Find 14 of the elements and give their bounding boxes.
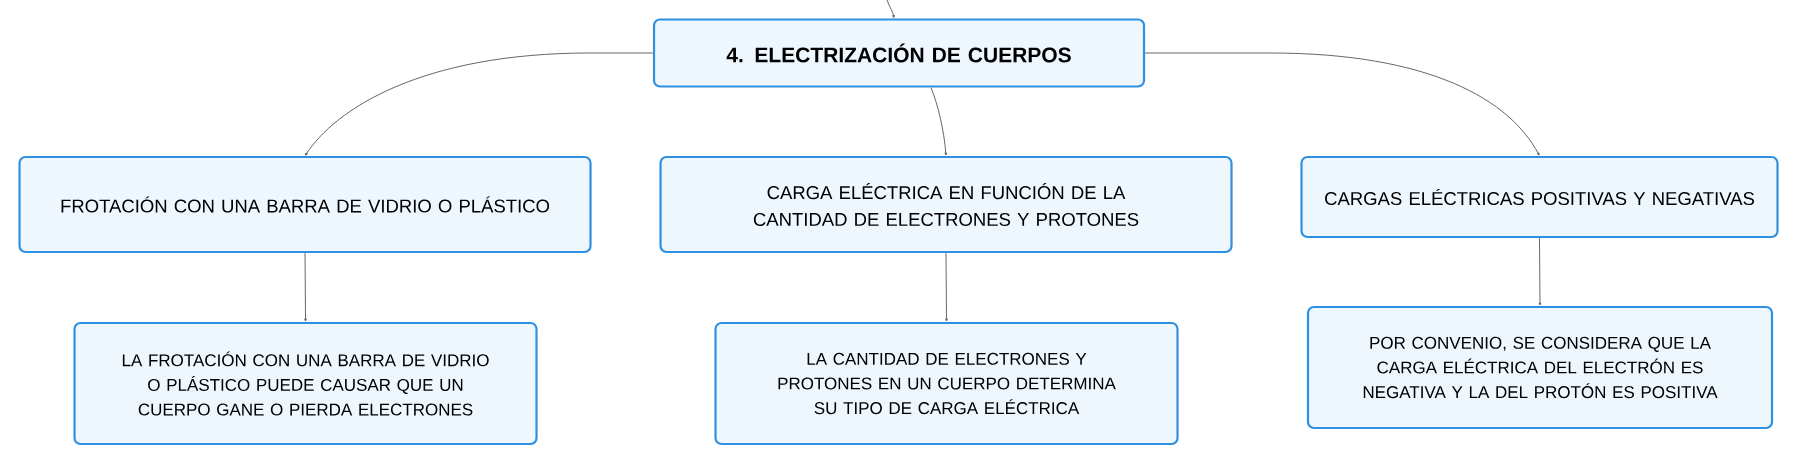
concept-box: LA FROTACIÓN CON UNA BARRA DE VIDRIO O PLÁSTICO PUEDE CAUSAR QUE UN CUERPO GANE O PIERDA ELECTRONES <box>73 321 538 446</box>
arrow <box>304 252 307 322</box>
concept-box: CARGAS ELÉCTRICAS POSITIVAS Y NEGATIVAS <box>1300 155 1779 239</box>
arrow <box>886 0 895 18</box>
concept-box: FROTACIÓN CON UNA BARRA DE VIDRIO O PLÁSTICO <box>18 155 592 254</box>
arrow <box>1538 237 1542 306</box>
concept-box: LA CANTIDAD DE ELECTRONES Y PROTONES EN UN CUERPO DETERMINA SU TIPO DE CARGA ELÉCTRICA <box>714 321 1179 446</box>
arrow <box>930 87 948 156</box>
concept-box: POR CONVENIO, SE CONSIDERA QUE LA CARGA ELÉCTRICA DEL ELECTRÓN ES NEGATIVA Y LA DEL PROTÓN ES POSITIVA <box>1306 305 1774 430</box>
arrow <box>1144 52 1540 156</box>
arrow <box>945 252 948 322</box>
concept-box: CARGA ELÉCTRICA EN FUNCIÓN DE LA CANTIDAD DE ELECTRONES Y PROTONES <box>659 155 1233 254</box>
title-box: 4. ELECTRIZACIÓN DE CUERPOS <box>652 18 1146 88</box>
arrow <box>305 52 654 156</box>
